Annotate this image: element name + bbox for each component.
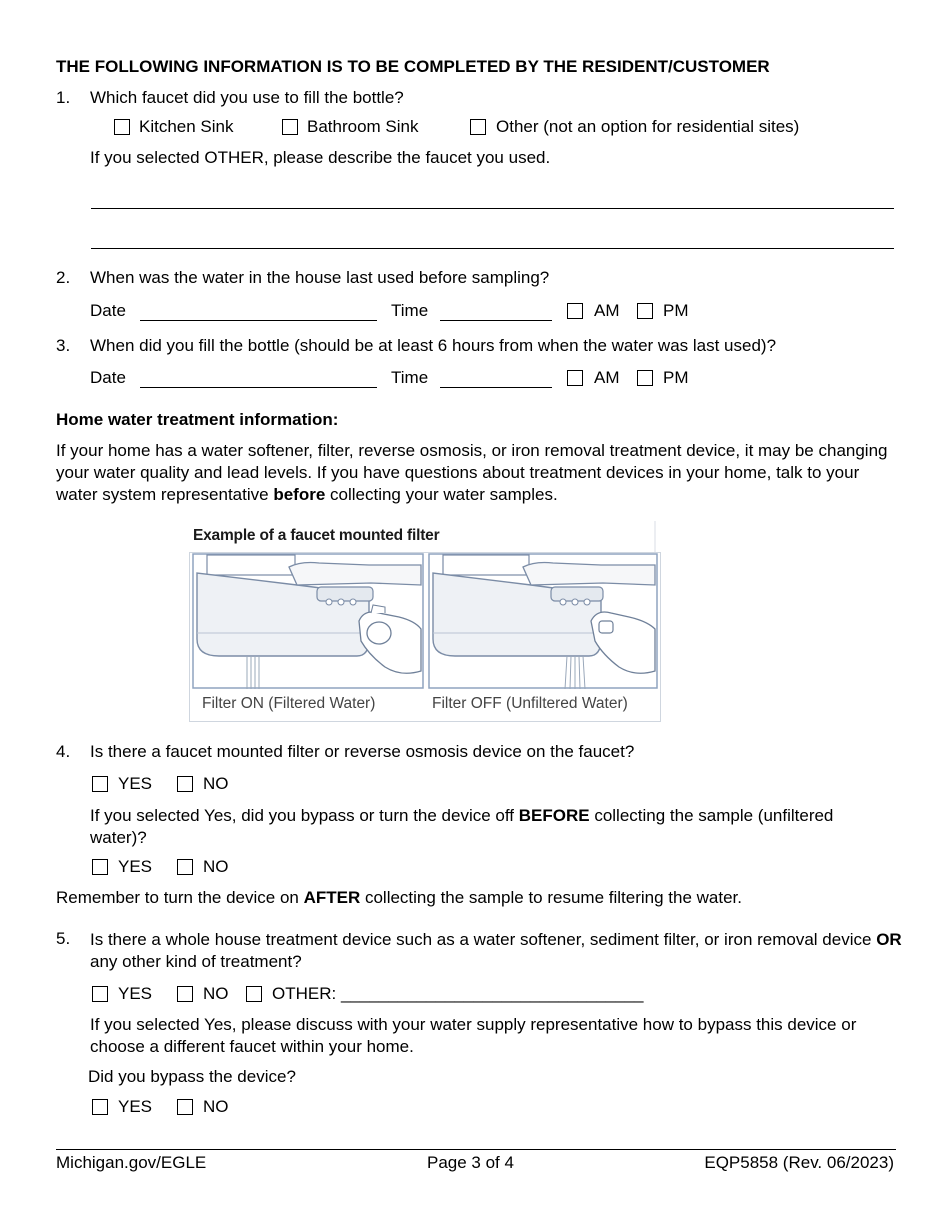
q4-yes-label: YES xyxy=(118,774,153,793)
footer-divider xyxy=(56,1149,896,1150)
q4-no-checkbox[interactable] xyxy=(177,776,193,792)
other-faucet-description-line-1[interactable] xyxy=(91,208,894,209)
faucet-filter-illustration xyxy=(189,521,661,722)
q4-follow-text-a: If you selected Yes, did you bypass or t… xyxy=(90,806,519,825)
faucet-filter-figure: Example of a faucet mounted filter xyxy=(189,521,661,722)
other-faucet-description-line-2[interactable] xyxy=(91,248,894,249)
footer-website: Michigan.gov/EGLE xyxy=(56,1153,207,1172)
section-heading: THE FOLLOWING INFORMATION IS TO BE COMPL… xyxy=(56,57,770,76)
q2-pm-checkbox[interactable] xyxy=(637,303,653,319)
bathroom-sink-checkbox[interactable] xyxy=(282,119,298,135)
q4-bypass-no-checkbox[interactable] xyxy=(177,859,193,875)
q4-bypass-yes-checkbox[interactable] xyxy=(92,859,108,875)
treatment-text-a: If your home has a water softener, filte… xyxy=(56,441,888,504)
treatment-text-bold: before xyxy=(273,485,326,504)
filter-on-drawing xyxy=(192,553,424,689)
other-faucet-checkbox[interactable] xyxy=(470,119,486,135)
bathroom-sink-label: Bathroom Sink xyxy=(307,117,419,136)
filter-off-caption: Filter OFF (Unfiltered Water) xyxy=(432,695,628,712)
q3-date-label: Date xyxy=(90,368,126,387)
q5-no-checkbox[interactable] xyxy=(177,986,193,1002)
question-number-3: 3. xyxy=(56,336,71,355)
q5-other-label-and-field[interactable]: OTHER: ________________________________ xyxy=(272,984,644,1003)
treatment-text-b: collecting your water samples. xyxy=(325,485,558,504)
other-faucet-label: Other (not an option for residential sit… xyxy=(496,117,800,136)
kitchen-sink-label: Kitchen Sink xyxy=(139,117,234,136)
q5-text-bold: OR xyxy=(876,930,902,949)
q2-date-field[interactable] xyxy=(140,320,377,321)
q2-time-field[interactable] xyxy=(440,320,552,321)
figure-title: Example of a faucet mounted filter xyxy=(193,527,440,544)
footer-form-id: EQP5858 (Rev. 06/2023) xyxy=(704,1153,894,1172)
q4-follow-text-b: collecting the sample (unfiltered water)… xyxy=(90,806,834,847)
q4-bypass-no-label: NO xyxy=(203,857,229,876)
q5-other-checkbox[interactable] xyxy=(246,986,262,1002)
q4-no-label: NO xyxy=(203,774,229,793)
q3-time-field[interactable] xyxy=(440,387,552,388)
treatment-heading: Home water treatment information: xyxy=(56,410,339,429)
q5-yes-label: YES xyxy=(118,984,153,1003)
q5-text-b: any other kind of treatment? xyxy=(90,952,302,971)
kitchen-sink-checkbox[interactable] xyxy=(114,119,130,135)
q2-am-label: AM xyxy=(594,301,620,320)
question-3-text: When did you fill the bottle (should be … xyxy=(90,336,777,355)
reminder-text: Remember to turn the device on AFTER col… xyxy=(56,888,742,908)
question-number-4: 4. xyxy=(56,742,71,761)
q5-no-label: NO xyxy=(203,984,229,1003)
q2-time-label: Time xyxy=(391,301,429,320)
q2-pm-label: PM xyxy=(663,301,689,320)
question-number-2: 2. xyxy=(56,268,71,287)
q4-follow-up: If you selected Yes, did you bypass or t… xyxy=(90,805,850,849)
reminder-text-b: collecting the sample to resume filterin… xyxy=(360,888,742,907)
q3-time-label: Time xyxy=(391,368,429,387)
question-2-text: When was the water in the house last use… xyxy=(90,268,550,287)
q4-follow-text-bold: BEFORE xyxy=(518,806,590,825)
treatment-paragraph: If your home has a water softener, filte… xyxy=(56,440,902,506)
q5-bypass-no-checkbox[interactable] xyxy=(177,1099,193,1115)
reminder-text-bold: AFTER xyxy=(303,888,361,907)
q5-bypass-question: Did you bypass the device? xyxy=(88,1067,296,1086)
reminder-text-a: Remember to turn the device on xyxy=(56,888,304,907)
question-number-1: 1. xyxy=(56,88,71,107)
footer-page-number: Page 3 of 4 xyxy=(427,1153,514,1172)
question-5-text: Is there a whole house treatment device … xyxy=(90,929,902,973)
q3-pm-label: PM xyxy=(663,368,689,387)
question-4-text: Is there a faucet mounted filter or reve… xyxy=(90,742,635,761)
q3-pm-checkbox[interactable] xyxy=(637,370,653,386)
q5-yes-checkbox[interactable] xyxy=(92,986,108,1002)
q3-am-label: AM xyxy=(594,368,620,387)
other-faucet-prompt: If you selected OTHER, please describe t… xyxy=(90,148,551,167)
filter-off-drawing xyxy=(428,553,658,690)
q5-follow-up: If you selected Yes, please discuss with… xyxy=(90,1015,857,1056)
q3-am-checkbox[interactable] xyxy=(567,370,583,386)
q5-bypass-yes-checkbox[interactable] xyxy=(92,1099,108,1115)
q2-am-checkbox[interactable] xyxy=(567,303,583,319)
q4-yes-checkbox[interactable] xyxy=(92,776,108,792)
question-1-text: Which faucet did you use to fill the bot… xyxy=(90,88,404,107)
q5-bypass-yes-label: YES xyxy=(118,1097,153,1116)
filter-on-caption: Filter ON (Filtered Water) xyxy=(202,695,376,712)
q2-date-label: Date xyxy=(90,301,126,320)
q3-date-field[interactable] xyxy=(140,387,377,388)
question-number-5: 5. xyxy=(56,929,71,948)
q5-bypass-no-label: NO xyxy=(203,1097,229,1116)
q4-bypass-yes-label: YES xyxy=(118,857,153,876)
q5-text-a: Is there a whole house treatment device … xyxy=(90,930,877,949)
